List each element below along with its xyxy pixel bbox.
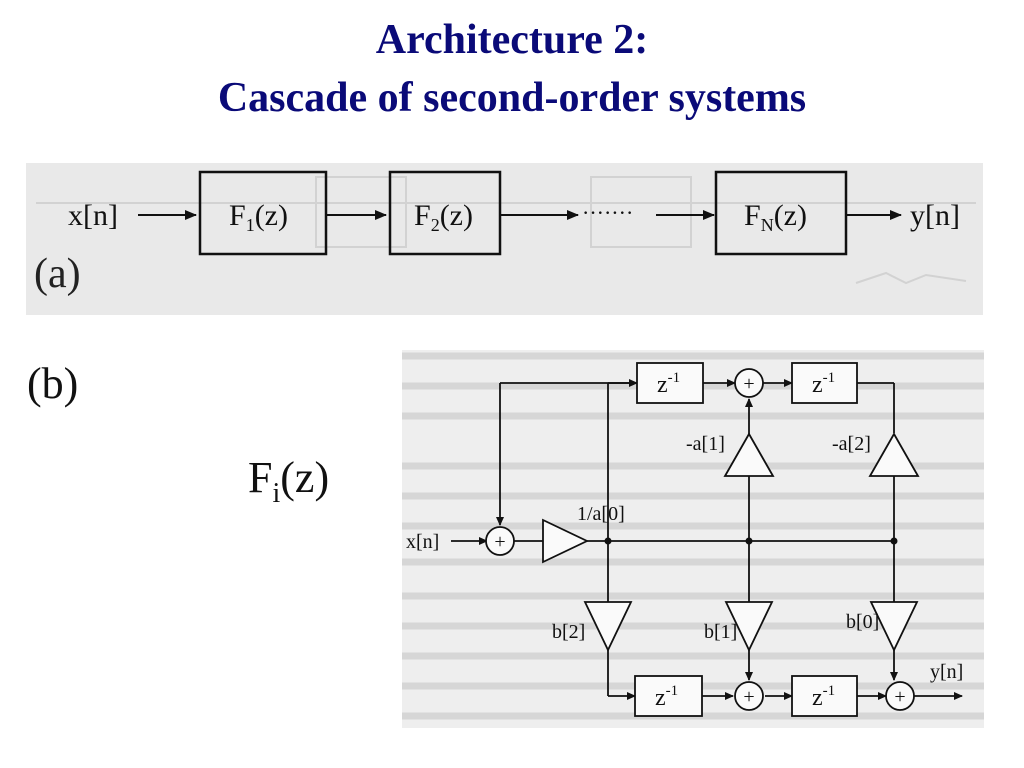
background-texture — [36, 176, 976, 285]
input-label: x[n] — [68, 199, 118, 232]
svg-text:z-1: z-1 — [655, 683, 678, 711]
section-transfer-function-label: Fi(z) — [248, 453, 330, 509]
svg-text:z-1: z-1 — [812, 683, 835, 711]
gain-amplifier-triangle — [868, 432, 920, 477]
svg-text:z-1: z-1 — [657, 370, 680, 398]
gain-label: -a[1] — [686, 433, 725, 455]
second-order-section-diagram: z-1 z-1 z-1 z-1 + + + + — [402, 350, 984, 728]
gain-label: b[1] — [704, 621, 737, 643]
adder-node: + — [734, 368, 764, 398]
cascade-diagram: x[n] F1(z) F2(z) ······· FN(z) y[n] (a) — [26, 163, 983, 315]
svg-text:z-1: z-1 — [812, 370, 835, 398]
signal-lines — [451, 379, 963, 700]
delay-box: z-1 — [791, 362, 858, 404]
junction-dots — [604, 537, 898, 545]
block-fn-label: FN(z) — [744, 199, 807, 235]
cascade-diagram-svg: x[n] F1(z) F2(z) ······· FN(z) y[n] (a) — [34, 170, 976, 297]
slide-title-line1: Architecture 2: — [375, 17, 649, 63]
delay-box: z-1 — [636, 362, 704, 404]
adder-node: + — [885, 681, 915, 711]
svg-text:+: + — [894, 686, 905, 708]
panel-a-label: (a) — [34, 251, 81, 297]
slide-title-line2: Cascade of second-order systems — [217, 75, 807, 121]
input-label: x[n] — [406, 531, 439, 553]
panel-b-label: (b) — [27, 359, 79, 408]
block-fn — [714, 170, 848, 256]
gain-amplifier-triangle — [723, 432, 775, 477]
block-f2 — [388, 170, 502, 256]
gain-label: b[0] — [846, 611, 879, 633]
svg-text:+: + — [494, 531, 505, 553]
output-label: y[n] — [930, 661, 963, 683]
gain-label: b[2] — [552, 621, 585, 643]
adder-node: + — [485, 526, 515, 556]
svg-text:+: + — [743, 373, 754, 395]
delay-box: z-1 — [791, 675, 858, 717]
delay-box: z-1 — [634, 675, 703, 717]
block-f1-label: F1(z) — [229, 199, 288, 235]
gain-label: -a[2] — [832, 433, 871, 455]
ellipsis: ······· — [582, 200, 633, 225]
output-label: y[n] — [910, 199, 960, 232]
second-order-section-svg: z-1 z-1 z-1 z-1 + + + + — [402, 352, 984, 720]
adder-node: + — [734, 681, 764, 711]
gain-amplifier-triangle — [542, 518, 590, 564]
block-f2-label: F2(z) — [414, 199, 473, 235]
svg-text:+: + — [743, 686, 754, 708]
gain-amplifier-triangle — [583, 601, 633, 653]
gain-amplifier-triangle — [724, 601, 774, 653]
gain-label: 1/a[0] — [577, 503, 625, 525]
block-f1 — [198, 170, 328, 256]
gain-amplifier-triangle — [869, 601, 919, 653]
